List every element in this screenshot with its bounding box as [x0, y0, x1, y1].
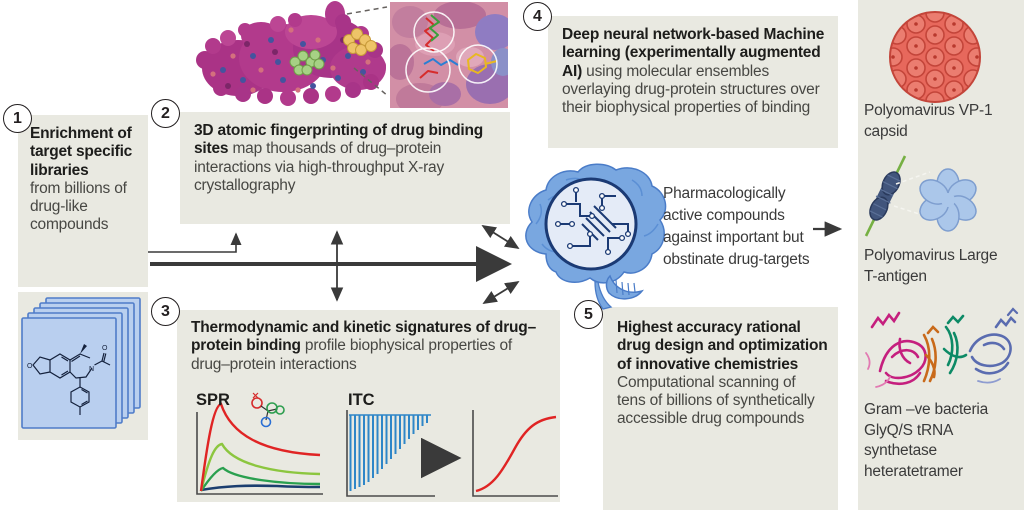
- step-4-title: Deep neural network-based Machine learni…: [562, 26, 825, 80]
- vp1-capsid-illustration: [889, 11, 981, 103]
- target-label-vp1: Polyomavirus VP-1 capsid: [864, 102, 993, 140]
- ligand-yellow-spheres: [343, 28, 377, 56]
- protein-surface-illustration: [196, 1, 386, 106]
- step-2-box: 3D atomic fingerprinting of drug binding…: [180, 112, 510, 224]
- drug-molecule-structure-icon: O N O: [27, 344, 111, 415]
- trna-synthetase-ribbon-illustration: [865, 307, 1019, 388]
- step-1-text: from billions of drug-like compounds: [30, 179, 127, 234]
- ai-brain-icon: [525, 163, 667, 310]
- svg-text:O: O: [27, 363, 33, 370]
- binding-isotherm: [472, 410, 558, 497]
- hexamer-flower-icon: [919, 168, 977, 232]
- step-2-text: map thousands of drug–protein interactio…: [194, 140, 445, 194]
- ligand-green-spheres: [289, 49, 325, 76]
- spr-analyte-molecule-icon: [251, 392, 285, 428]
- step-2-badge: 2: [151, 99, 180, 128]
- step-3-box: Thermodynamic and kinetic signatures of …: [177, 310, 560, 502]
- step-2-title: 3D atomic fingerprinting of drug binding…: [194, 122, 484, 158]
- step-1-badge: 1: [3, 104, 32, 133]
- itc-thermogram: [346, 410, 435, 497]
- step-5-box: Highest accuracy rational drug design an…: [603, 307, 838, 510]
- svg-text:O: O: [102, 345, 108, 352]
- step-4-text: using molecular ensembles overlaying dru…: [562, 62, 820, 117]
- step-1-box: Enrichment of target specific libraries …: [18, 115, 148, 287]
- spr-sensorgram: [196, 392, 323, 495]
- step-4-box: Deep neural network-based Machine learni…: [548, 16, 838, 148]
- step-3-badge: 3: [151, 297, 180, 326]
- binding-site-inset: [390, 2, 508, 108]
- step-3-text: profile biophysical properties of drug–p…: [191, 337, 512, 373]
- step-4-badge: 4: [523, 2, 552, 31]
- step-5-title: Highest accuracy rational drug design an…: [617, 319, 828, 373]
- itc-label: ITC: [348, 391, 375, 409]
- spr-label: SPR: [196, 391, 230, 409]
- step-3-title: Thermodynamic and kinetic signatures of …: [191, 319, 536, 355]
- step-1-title: Enrichment of target specific libraries: [30, 125, 133, 179]
- step-5-badge: 5: [574, 300, 603, 329]
- compound-library-cards-icon: O N O: [21, 297, 141, 429]
- svg-text:N: N: [89, 366, 94, 373]
- target-label-gram: Gram –ve bacteria GlyQ/S tRNA synthetase…: [864, 401, 989, 480]
- biophysics-charts: [196, 392, 558, 497]
- ai-output-caption: Pharmacologically active compounds again…: [663, 185, 810, 268]
- step-5-text: Computational scanning of tens of billio…: [617, 373, 815, 428]
- arrow-step1-to-step2: [148, 232, 242, 253]
- target-label-t-antigen: Polyomavirus Large T-antigen: [864, 247, 998, 285]
- large-t-antigen-illustration: [864, 155, 977, 237]
